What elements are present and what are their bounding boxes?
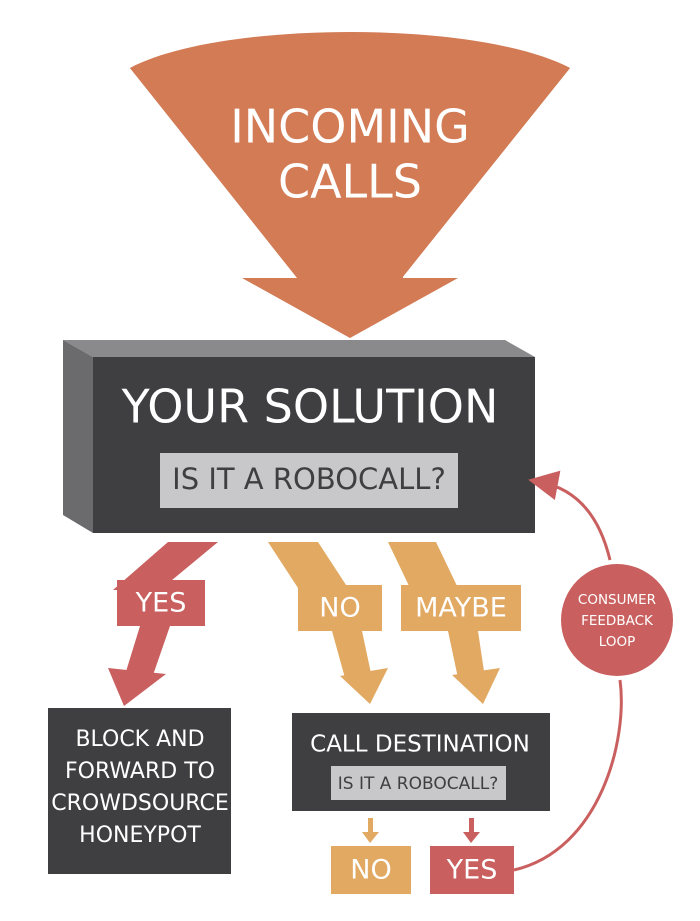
feedback-line1: CONSUMER xyxy=(578,592,656,608)
incoming-calls-funnel: INCOMING CALLS xyxy=(130,32,570,338)
dest-question-bg xyxy=(331,766,506,800)
no-label: NO xyxy=(319,593,360,624)
question-label-bg xyxy=(160,453,458,508)
maybe-label: MAYBE xyxy=(415,593,507,624)
funnel-label-line1: INCOMING xyxy=(230,100,470,154)
funnel-cone xyxy=(130,32,570,278)
feedback-path-upper xyxy=(528,470,612,561)
dest-yes-arrow-shaft xyxy=(469,818,474,834)
funnel-stem xyxy=(298,250,402,280)
block-box-bg xyxy=(48,708,231,874)
maybe-branch: MAYBE xyxy=(388,542,521,704)
consumer-feedback-loop: CONSUMER FEEDBACK LOOP xyxy=(513,470,673,872)
your-solution-box: YOUR SOLUTION IS IT A ROBOCALL? xyxy=(63,340,535,533)
block-line4: HONEYPOT xyxy=(79,823,201,848)
yes-branch-stem-top xyxy=(113,542,218,590)
robocall-question: IS IT A ROBOCALL? xyxy=(172,462,446,496)
block-forward-box: BLOCK AND FORWARD TO CROWDSOURCE HONEYPO… xyxy=(48,708,231,874)
dest-yes-label: YES xyxy=(446,855,498,886)
dest-no-label: NO xyxy=(350,855,391,886)
no-branch-stem-top xyxy=(268,542,348,588)
dest-outcome-arrows xyxy=(362,818,480,843)
dest-no-bg xyxy=(331,846,411,894)
feedback-line3: LOOP xyxy=(599,634,635,650)
feedback-path-lower xyxy=(513,679,623,872)
funnel-label-line2: CALLS xyxy=(278,155,422,209)
funnel-arrow-head xyxy=(242,278,458,338)
dest-outcomes: NO YES xyxy=(331,846,514,894)
dest-title: CALL DESTINATION xyxy=(310,732,530,758)
block-line1: BLOCK AND xyxy=(75,727,204,752)
feedback-circle xyxy=(561,564,673,676)
maybe-label-bg xyxy=(401,585,521,631)
dest-yes-bg xyxy=(430,846,514,894)
dest-yes-arrow-head xyxy=(463,832,480,843)
your-solution-title: YOUR SOLUTION xyxy=(121,380,499,434)
maybe-arrow-head xyxy=(452,668,500,704)
dest-question: IS IT A ROBOCALL? xyxy=(338,774,498,794)
no-branch-stem-bottom xyxy=(332,631,372,678)
block-line3: CROWDSOURCE xyxy=(51,791,229,816)
block-line2: FORWARD TO xyxy=(65,759,215,784)
maybe-branch-stem-top xyxy=(388,542,458,588)
feedback-line2: FEEDBACK xyxy=(581,613,654,629)
no-branch: NO xyxy=(268,542,388,704)
yes-branch: YES xyxy=(108,542,218,706)
dest-no-arrow-shaft xyxy=(368,818,373,834)
yes-branch-stem-bottom xyxy=(124,626,170,678)
dest-no-arrow-head xyxy=(362,832,379,843)
maybe-branch-stem-bottom xyxy=(448,631,485,678)
yes-label: YES xyxy=(135,588,187,619)
box-side-face xyxy=(63,340,93,533)
no-arrow-head xyxy=(340,668,388,704)
box-top-face xyxy=(63,340,535,357)
call-destination-box: CALL DESTINATION IS IT A ROBOCALL? xyxy=(292,713,550,811)
no-label-bg xyxy=(298,585,382,631)
yes-arrow-head xyxy=(108,668,166,706)
yes-label-bg xyxy=(117,580,205,626)
